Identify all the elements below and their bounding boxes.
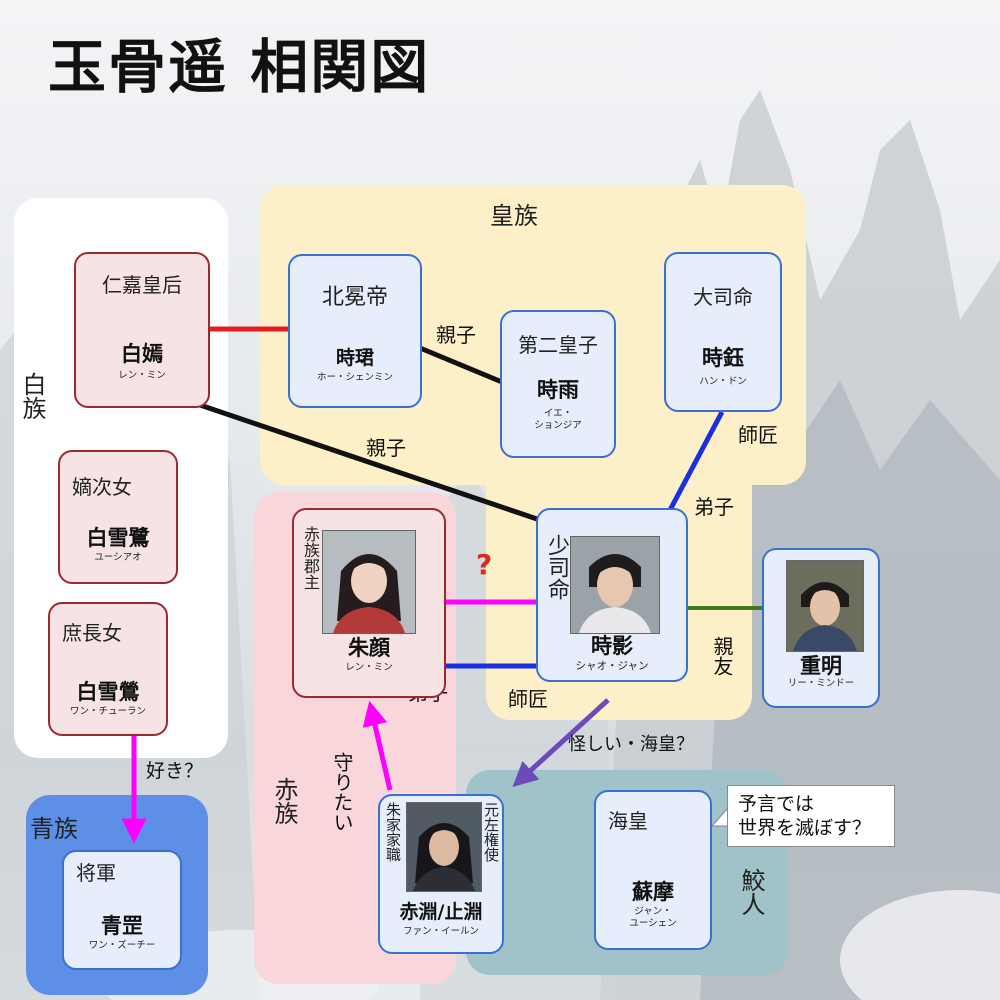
bubble-line-1: 予言では: [738, 793, 815, 815]
arrow-chiyuan-shuyan: [362, 700, 393, 791]
card-actor: シャオ・ジャン: [575, 660, 649, 672]
card-actor: ホー・シェンミン: [316, 372, 393, 383]
card-chongming[interactable]: 重明 リー・ミンドー: [762, 548, 880, 708]
card-role-right: 元左権使: [482, 802, 500, 862]
page-title: 玉骨遥 相関図: [48, 33, 431, 101]
card-actor: ハン・ドン: [699, 376, 747, 387]
prophecy-bubble: 予言では 世界を滅ぼす？: [727, 785, 895, 847]
card-role: 大司命: [693, 285, 753, 309]
card-name: 時珺: [335, 347, 374, 369]
label-friend: 親友: [710, 636, 734, 676]
card-name: 時影: [591, 634, 633, 658]
card-actor: ファン・イールン: [403, 926, 479, 937]
bubble-tail: [710, 806, 729, 827]
card-name: 時鈺: [702, 346, 744, 370]
person-portrait-icon: [571, 537, 659, 633]
label-master-2: 師匠: [508, 687, 548, 711]
card-chiyuan[interactable]: 朱家家職 元左権使 赤淵/止淵 ファン・イールン: [378, 794, 504, 954]
line-daishimei-shoshimei: [667, 410, 725, 512]
card-name: 青罡: [101, 914, 143, 938]
card-role: 庶長女: [62, 621, 122, 645]
card-role: 少司命: [544, 534, 569, 600]
group-label-blue: 青族: [30, 815, 78, 843]
card-role: 北冕帝: [321, 285, 388, 310]
card-name: 蘇摩: [632, 880, 674, 904]
line-empress-shoshimei: [199, 402, 541, 523]
label-disciple-1: 弟子: [694, 495, 734, 519]
card-actor: ワン・チューラン: [69, 706, 146, 717]
group-label-imperial: 皇族: [490, 202, 538, 230]
card-name: 白雪鷺: [86, 526, 150, 550]
label-protect: 守りたい: [330, 752, 354, 832]
card-actor: ジャン・ ユーシェン: [629, 906, 677, 929]
card-emperor[interactable]: 北冕帝 時珺 ホー・シェンミン: [288, 254, 422, 408]
portrait-shoshimei: [570, 536, 660, 634]
card-name: 時雨: [537, 378, 579, 402]
card-actor: レン・ミン: [345, 662, 393, 673]
card-role: 仁嘉皇后: [102, 273, 182, 297]
label-master-1: 師匠: [738, 423, 778, 447]
card-role: 嫡次女: [72, 475, 132, 499]
card-daishimei[interactable]: 大司命 時鈺 ハン・ドン: [664, 252, 782, 412]
line-emperor-prince2: [419, 345, 503, 385]
card-name: 赤淵/止淵: [399, 901, 483, 923]
card-actor: リー・ミンドー: [787, 678, 855, 689]
bubble-line-2: 世界を滅ぼす？: [738, 817, 872, 839]
arrow-shoshimei-merfolk: [512, 698, 610, 788]
label-parent-child-1: 親子: [436, 323, 476, 347]
group-label-white: 白族: [18, 372, 46, 420]
card-name: 白嫣: [121, 342, 163, 366]
label-likes: 好き？: [146, 760, 204, 782]
card-name: 白雪鶯: [76, 680, 140, 704]
portrait-shuyan: [322, 530, 416, 634]
card-xueying[interactable]: 庶長女 白雪鶯 ワン・チューラン: [48, 602, 168, 736]
card-shoshimei[interactable]: 少司命 時影 シャオ・ジャン: [536, 508, 688, 682]
label-suspicious: 怪しい・海皇？: [568, 734, 694, 755]
card-role-left: 朱家家職: [384, 802, 402, 862]
label-unknown: ?: [476, 548, 493, 581]
person-portrait-icon: [787, 561, 863, 651]
person-portrait-icon: [407, 803, 481, 891]
card-actor: ワン・ズーチー: [88, 940, 156, 951]
card-empress[interactable]: 仁嘉皇后 白嫣 レン・ミン: [74, 252, 210, 408]
card-name: 重明: [800, 654, 842, 678]
card-actor: イエ・ ションジア: [534, 408, 582, 431]
person-portrait-icon: [323, 531, 415, 633]
card-xuelu[interactable]: 嫡次女 白雪鷺 ユーシアオ: [58, 450, 178, 584]
card-prince2[interactable]: 第二皇子 時雨 イエ・ ションジア: [500, 310, 616, 458]
card-general[interactable]: 将軍 青罡 ワン・ズーチー: [62, 850, 182, 970]
card-suma[interactable]: 海皇 蘇摩 ジャン・ ユーシェン: [594, 790, 712, 950]
card-shuyan[interactable]: 赤族郡主 朱顔 レン・ミン: [292, 508, 446, 698]
card-role: 第二皇子: [518, 333, 598, 357]
card-role: 海皇: [608, 809, 648, 833]
card-actor: レン・ミン: [118, 370, 166, 381]
group-label-red: 赤族: [270, 777, 298, 825]
card-role: 将軍: [76, 861, 116, 885]
card-actor: ユーシアオ: [94, 552, 142, 563]
portrait-chiyuan: [406, 802, 482, 892]
card-role: 赤族郡主: [301, 526, 320, 590]
label-parent-child-2: 親子: [366, 436, 406, 460]
group-label-merfolk: 鮫人: [737, 868, 765, 916]
card-name: 朱顔: [348, 636, 390, 660]
portrait-chongming: [786, 560, 864, 652]
